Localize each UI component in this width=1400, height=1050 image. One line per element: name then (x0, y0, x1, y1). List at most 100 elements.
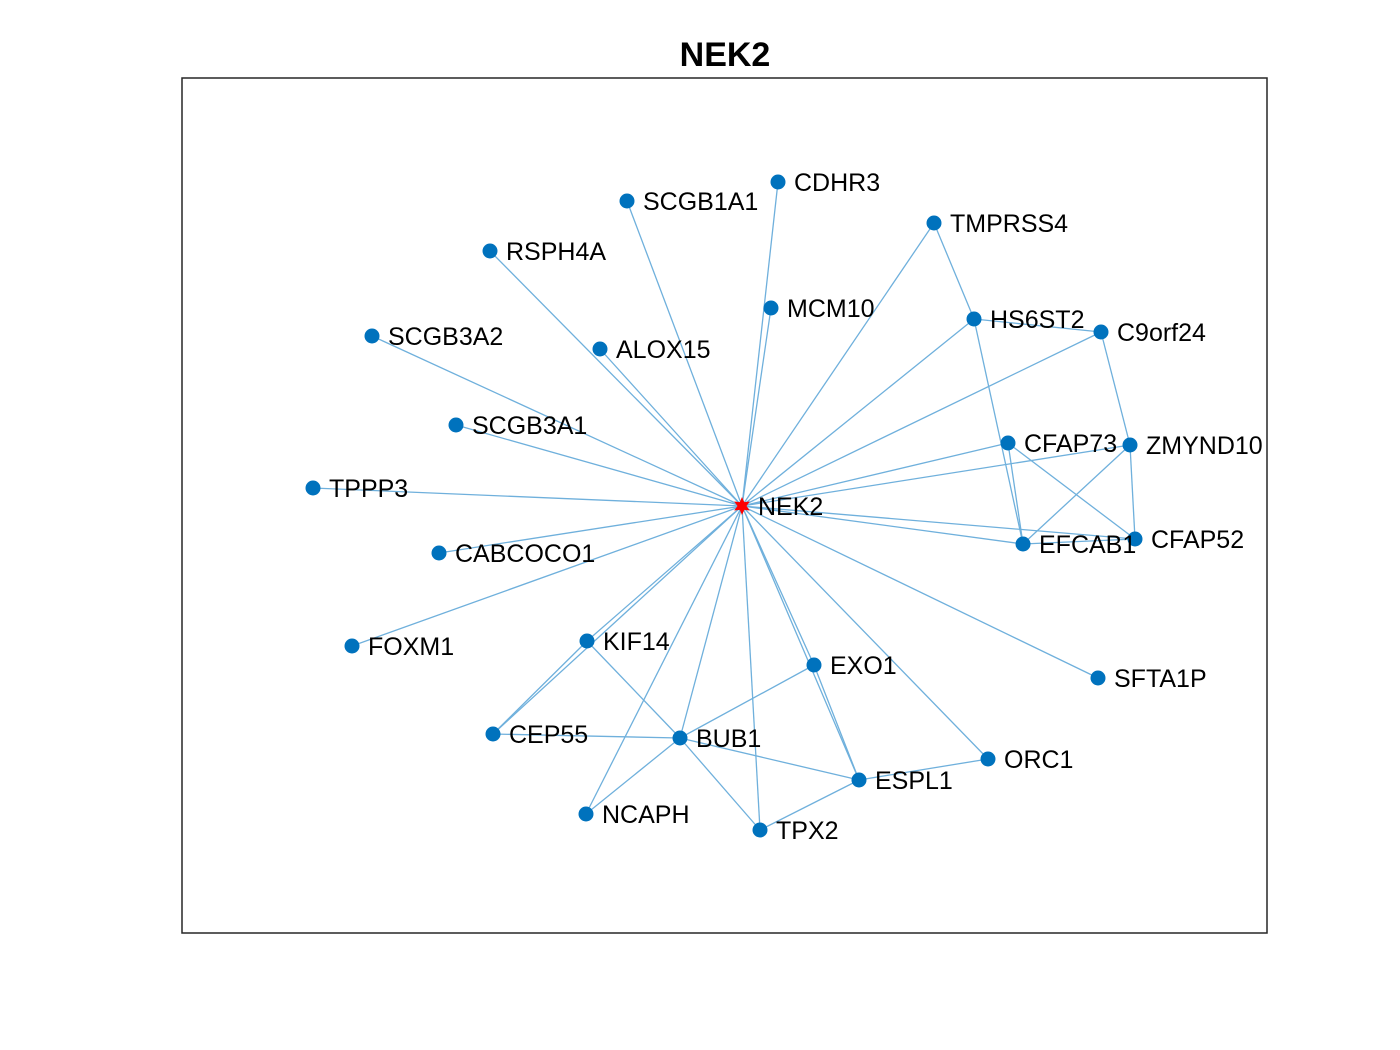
edge-zmynd10-cfap52 (1129, 444, 1136, 540)
node-label-rsph4a: RSPH4A (506, 238, 606, 266)
node-tppp3 (305, 480, 321, 496)
node-tpx2 (752, 822, 768, 838)
node-label-scgb1a1: SCGB1A1 (643, 188, 758, 216)
nodes-layer (305, 174, 1143, 838)
edge-nek2-scgb3a1 (455, 424, 743, 507)
node-label-bub1: BUB1 (696, 725, 761, 753)
edge-cfap73-efcab1 (1007, 442, 1024, 545)
edge-cfap73-cfap52 (1007, 442, 1136, 540)
node-cep55 (485, 726, 501, 742)
node-zmynd10 (1122, 437, 1138, 453)
node-label-cfap52: CFAP52 (1151, 526, 1244, 554)
edge-nek2-cfap73 (741, 442, 1009, 507)
edge-efcab1-cfap52 (1022, 538, 1136, 545)
edge-tmprss4-hs6st2 (933, 222, 975, 320)
edge-espl1-orc1 (858, 758, 989, 781)
node-label-c9orf24: C9orf24 (1117, 319, 1206, 347)
edge-bub1-ncaph (585, 737, 681, 815)
edge-kif14-bub1 (586, 640, 681, 739)
node-orc1 (980, 751, 996, 767)
node-label-orc1: ORC1 (1004, 746, 1073, 774)
edge-nek2-cfap52 (741, 505, 1136, 540)
node-scgb1a1 (619, 193, 635, 209)
node-tmprss4 (926, 215, 942, 231)
node-cabcoco1 (431, 545, 447, 561)
edge-nek2-efcab1 (741, 505, 1024, 545)
node-label-cdhr3: CDHR3 (794, 169, 880, 197)
node-label-espl1: ESPL1 (875, 767, 953, 795)
edge-zmynd10-efcab1 (1022, 444, 1131, 545)
edge-nek2-tmprss4 (741, 222, 935, 507)
node-foxm1 (344, 638, 360, 654)
edge-nek2-alox15 (599, 348, 743, 507)
edge-nek2-cdhr3 (741, 181, 779, 507)
edge-nek2-bub1 (679, 505, 743, 739)
edge-nek2-orc1 (741, 505, 989, 760)
node-ncaph (578, 806, 594, 822)
node-rsph4a (482, 243, 498, 259)
node-mcm10 (763, 300, 779, 316)
edge-nek2-espl1 (741, 505, 860, 781)
edge-nek2-ncaph (585, 505, 743, 815)
node-label-ncaph: NCAPH (602, 801, 690, 829)
node-label-cep55: CEP55 (509, 721, 588, 749)
node-label-kif14: KIF14 (603, 628, 670, 656)
node-efcab1 (1015, 536, 1031, 552)
node-cdhr3 (770, 174, 786, 190)
edge-nek2-rsph4a (489, 250, 743, 507)
node-label-tpx2: TPX2 (776, 817, 839, 845)
node-sfta1p (1090, 670, 1106, 686)
node-label-nek2: NEK2 (758, 493, 823, 521)
edge-kif14-cep55 (492, 640, 588, 735)
node-hs6st2 (966, 311, 982, 327)
node-espl1 (851, 772, 867, 788)
node-label-zmynd10: ZMYND10 (1146, 432, 1263, 460)
node-scgb3a2 (364, 328, 380, 344)
node-label-cfap73: CFAP73 (1024, 430, 1117, 458)
edge-nek2-tpx2 (741, 505, 761, 831)
node-label-hs6st2: HS6ST2 (990, 306, 1084, 334)
node-label-tppp3: TPPP3 (329, 475, 408, 503)
node-label-cabcoco1: CABCOCO1 (455, 540, 595, 568)
node-label-scgb3a1: SCGB3A1 (472, 412, 587, 440)
edge-cep55-bub1 (492, 733, 681, 739)
node-label-scgb3a2: SCGB3A2 (388, 323, 503, 351)
edge-nek2-cabcoco1 (438, 505, 743, 554)
edge-bub1-espl1 (679, 737, 860, 781)
edge-nek2-tppp3 (312, 487, 743, 507)
node-cfap73 (1000, 435, 1016, 451)
node-label-mcm10: MCM10 (787, 295, 875, 323)
edge-exo1-espl1 (813, 664, 860, 781)
node-label-efcab1: EFCAB1 (1039, 531, 1136, 559)
node-bub1 (672, 730, 688, 746)
edge-espl1-tpx2 (759, 779, 860, 831)
node-label-tmprss4: TMPRSS4 (950, 210, 1068, 238)
node-scgb3a1 (448, 417, 464, 433)
edge-nek2-scgb3a2 (371, 335, 743, 507)
edge-nek2-foxm1 (351, 505, 743, 647)
edge-nek2-cep55 (492, 505, 743, 735)
edge-bub1-exo1 (679, 664, 815, 739)
node-label-alox15: ALOX15 (616, 336, 711, 364)
edge-nek2-c9orf24 (741, 331, 1102, 507)
edge-nek2-sfta1p (741, 505, 1099, 679)
node-label-exo1: EXO1 (830, 652, 897, 680)
plot-title: NEK2 (680, 36, 771, 74)
node-c9orf24 (1093, 324, 1109, 340)
edge-nek2-kif14 (586, 505, 743, 642)
node-nek2-hub (734, 497, 750, 515)
edges-layer (312, 181, 1136, 831)
node-label-sfta1p: SFTA1P (1114, 665, 1207, 693)
edge-nek2-mcm10 (741, 307, 772, 507)
edge-nek2-scgb1a1 (626, 200, 743, 507)
edge-c9orf24-zmynd10 (1100, 331, 1131, 446)
node-exo1 (806, 657, 822, 673)
edge-nek2-zmynd10 (741, 444, 1131, 507)
node-alox15 (592, 341, 608, 357)
node-kif14 (579, 633, 595, 649)
node-cfap52 (1127, 531, 1143, 547)
edge-bub1-tpx2 (679, 737, 761, 831)
edge-hs6st2-c9orf24 (973, 318, 1102, 333)
